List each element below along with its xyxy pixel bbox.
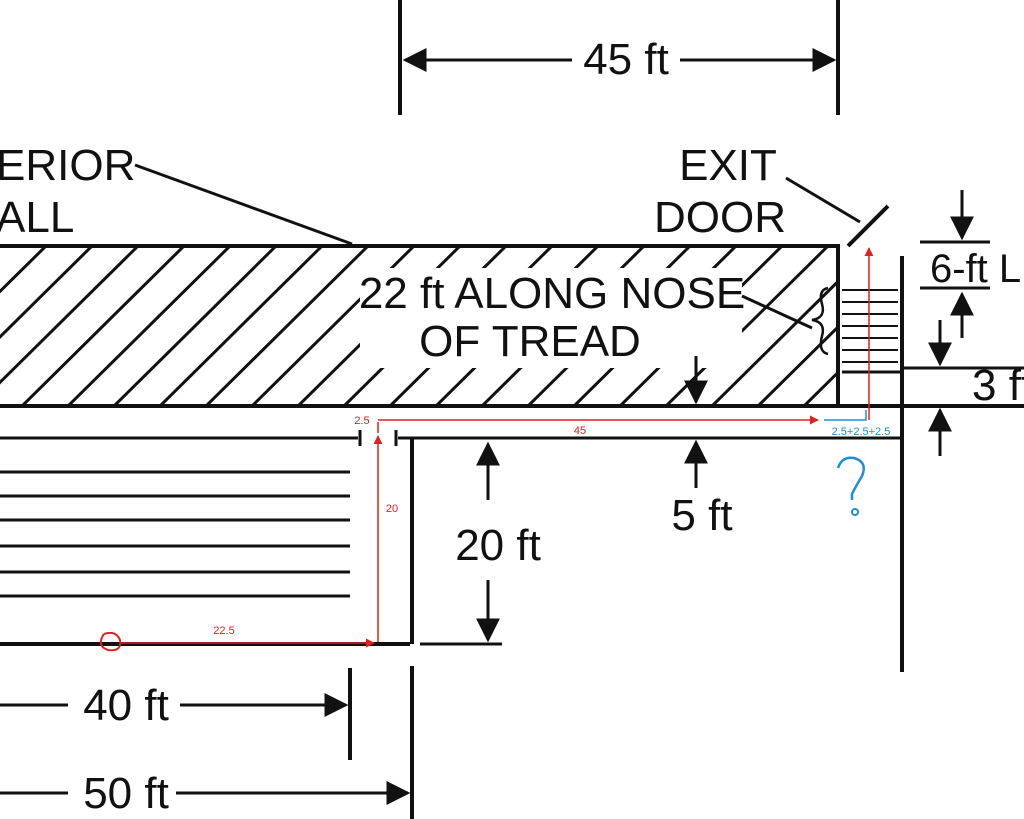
red-label-2-5: 2.5	[354, 415, 369, 427]
hatch-line	[203, 246, 371, 406]
hatch-line	[65, 246, 233, 406]
hatch-line	[0, 246, 95, 339]
exit-door-label-1: EXIT	[679, 141, 777, 190]
hatch-line	[0, 246, 49, 294]
hatch-line	[157, 246, 325, 406]
blue-annotations: 2.5+2.5+2.5 ?	[824, 410, 891, 516]
blue-question-mark-icon	[836, 456, 865, 500]
exterior-wall-leader	[134, 163, 353, 246]
dimension-5ft-label: 5 ft	[671, 491, 732, 540]
lower-stair-treads	[0, 470, 350, 598]
dimension-20ft-label: 20 ft	[455, 521, 541, 570]
dimension-6ft: 6-ft L	[920, 190, 1021, 338]
dimension-45ft-label: 45 ft	[583, 35, 669, 84]
dimension-50ft: 50 ft	[0, 666, 414, 819]
hatch-line	[709, 279, 838, 406]
nose-label-1: 22 ft ALONG NOSE	[359, 269, 745, 318]
nose-label-backing	[360, 268, 742, 368]
exit-door-label-2: DOOR	[654, 193, 786, 242]
red-annotations: 22.5 20 2.5 45	[99, 247, 874, 652]
dimension-40ft-label: 40 ft	[83, 681, 169, 730]
dimension-50ft-label: 50 ft	[83, 769, 169, 818]
red-label-20: 20	[386, 503, 398, 515]
exit-door-swing	[846, 204, 890, 248]
blue-label-sum: 2.5+2.5+2.5	[832, 426, 891, 438]
hatch-line	[111, 246, 279, 406]
dimension-5ft: 5 ft	[671, 356, 733, 540]
nose-label-2: OF TREAD	[419, 317, 641, 366]
dimension-3ft: 3 ft	[902, 320, 1024, 456]
hatch-line	[19, 246, 187, 406]
dimension-3ft-label: 3 ft	[972, 361, 1024, 410]
exit-door-leader	[785, 176, 861, 224]
dimension-40ft: 40 ft	[0, 668, 352, 760]
hatch-line	[755, 324, 838, 406]
dimension-45ft: 45 ft	[398, 0, 840, 115]
exterior-wall-label-2: ALL	[0, 193, 74, 242]
hatch-line	[0, 246, 141, 385]
red-label-22-5: 22.5	[213, 625, 234, 637]
dimension-20ft: 20 ft	[455, 441, 541, 643]
exit-stair	[811, 246, 904, 672]
red-circle-mark	[99, 631, 122, 652]
exterior-wall-label-1: ERIOR	[0, 141, 135, 190]
red-label-45: 45	[574, 425, 586, 437]
nose-leader	[741, 294, 813, 330]
hatch-line	[801, 370, 838, 406]
dimension-6ft-label: 6-ft L	[930, 247, 1021, 291]
